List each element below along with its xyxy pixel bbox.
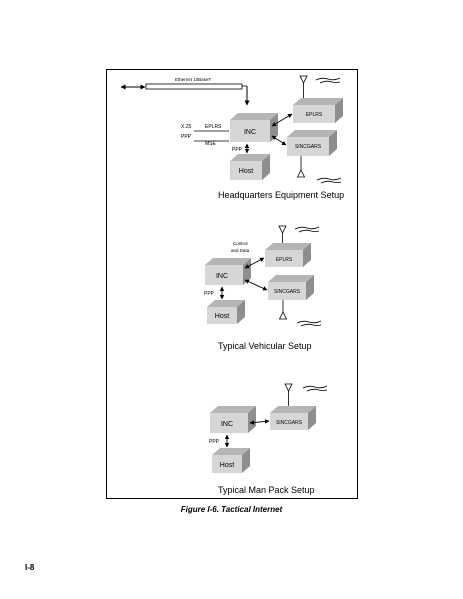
mp-title: Typical Man Pack Setup	[218, 485, 315, 495]
mp-sincgars-label: SINCGARS	[276, 420, 303, 426]
mp-inc-label: INC	[221, 421, 233, 428]
hq-mse-label: MSE	[205, 141, 217, 147]
mp-host-label: Host	[220, 462, 234, 469]
page-number: I-8	[25, 563, 35, 572]
hq-sincgars-label: SINCGARS	[295, 144, 322, 150]
mp-sincgars-antenna	[284, 383, 328, 406]
veh-control-label-2: and Data	[231, 248, 250, 253]
veh-host-box	[207, 300, 245, 324]
ethernet-bus	[120, 83, 250, 106]
figure-caption: Figure I-6. Tactical Internet	[180, 505, 283, 514]
hq-eplrs-box	[293, 98, 343, 123]
veh-ppp-label: PPP	[204, 291, 215, 297]
veh-control-label-1: Control	[233, 241, 248, 246]
hq-x25-label: X.25	[181, 124, 192, 130]
hq-host-box	[230, 154, 270, 180]
hq-ppp-host-label: PPP	[232, 147, 243, 153]
hq-sincgars-box	[287, 130, 337, 156]
hq-host-label: Host	[239, 168, 253, 175]
figure-frame	[106, 69, 358, 499]
hq-sincgars-antenna	[296, 156, 342, 184]
mp-sincgars-box	[270, 406, 316, 430]
hq-eplrs-antenna	[299, 75, 341, 98]
veh-inc-label: INC	[216, 273, 228, 280]
veh-sincgars-label: SINCGARS	[274, 289, 301, 295]
mp-inc-box	[210, 406, 256, 433]
veh-sincgars-antenna	[278, 300, 322, 327]
veh-title: Typical Vehicular Setup	[218, 341, 312, 351]
hq-inc-box	[230, 113, 278, 142]
veh-sincgars-box	[268, 275, 314, 300]
hq-title: Headquarters Equipment Setup	[218, 190, 344, 200]
veh-eplrs-label: EPLRS	[276, 257, 293, 263]
hq-ppp-label: PPP	[181, 134, 192, 140]
mp-host-box	[212, 448, 250, 473]
veh-eplrs-box	[265, 243, 311, 267]
ethernet-label: Ethernet 10BaseT	[175, 77, 212, 82]
mp-ppp-label: PPP	[209, 439, 220, 445]
hq-eplrs-label: EPLRS	[306, 112, 323, 118]
veh-eplrs-antenna	[278, 225, 320, 243]
hq-eplrs-link-label: EPLRS	[205, 124, 222, 130]
hq-inc-label: INC	[244, 129, 256, 136]
veh-inc-box	[205, 258, 251, 285]
veh-host-label: Host	[215, 313, 229, 320]
